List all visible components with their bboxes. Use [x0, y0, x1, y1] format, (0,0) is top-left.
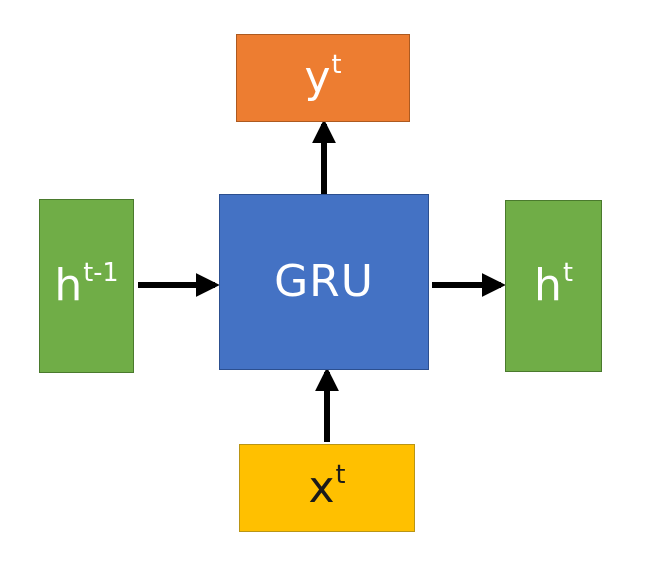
hidden-prev-base: h	[54, 260, 83, 311]
hidden-prev-label: ht-1	[54, 260, 118, 308]
output-label: yt	[304, 52, 341, 100]
hidden-next-node: ht	[505, 200, 602, 372]
hidden-next-label: ht	[534, 260, 573, 308]
gru-cell-node: GRU	[219, 194, 429, 370]
hidden-prev-superscript: t-1	[83, 257, 119, 288]
hidden-next-superscript: t	[562, 257, 573, 288]
input-superscript: t	[335, 459, 346, 490]
hidden-prev-node: ht-1	[39, 199, 134, 373]
gru-label: GRU	[274, 256, 374, 307]
output-node: yt	[236, 34, 410, 122]
output-superscript: t	[331, 49, 342, 80]
input-base: x	[308, 462, 335, 513]
input-label: xt	[308, 462, 345, 510]
hidden-next-base: h	[534, 260, 562, 311]
input-node: xt	[239, 444, 415, 532]
output-base: y	[304, 52, 331, 103]
